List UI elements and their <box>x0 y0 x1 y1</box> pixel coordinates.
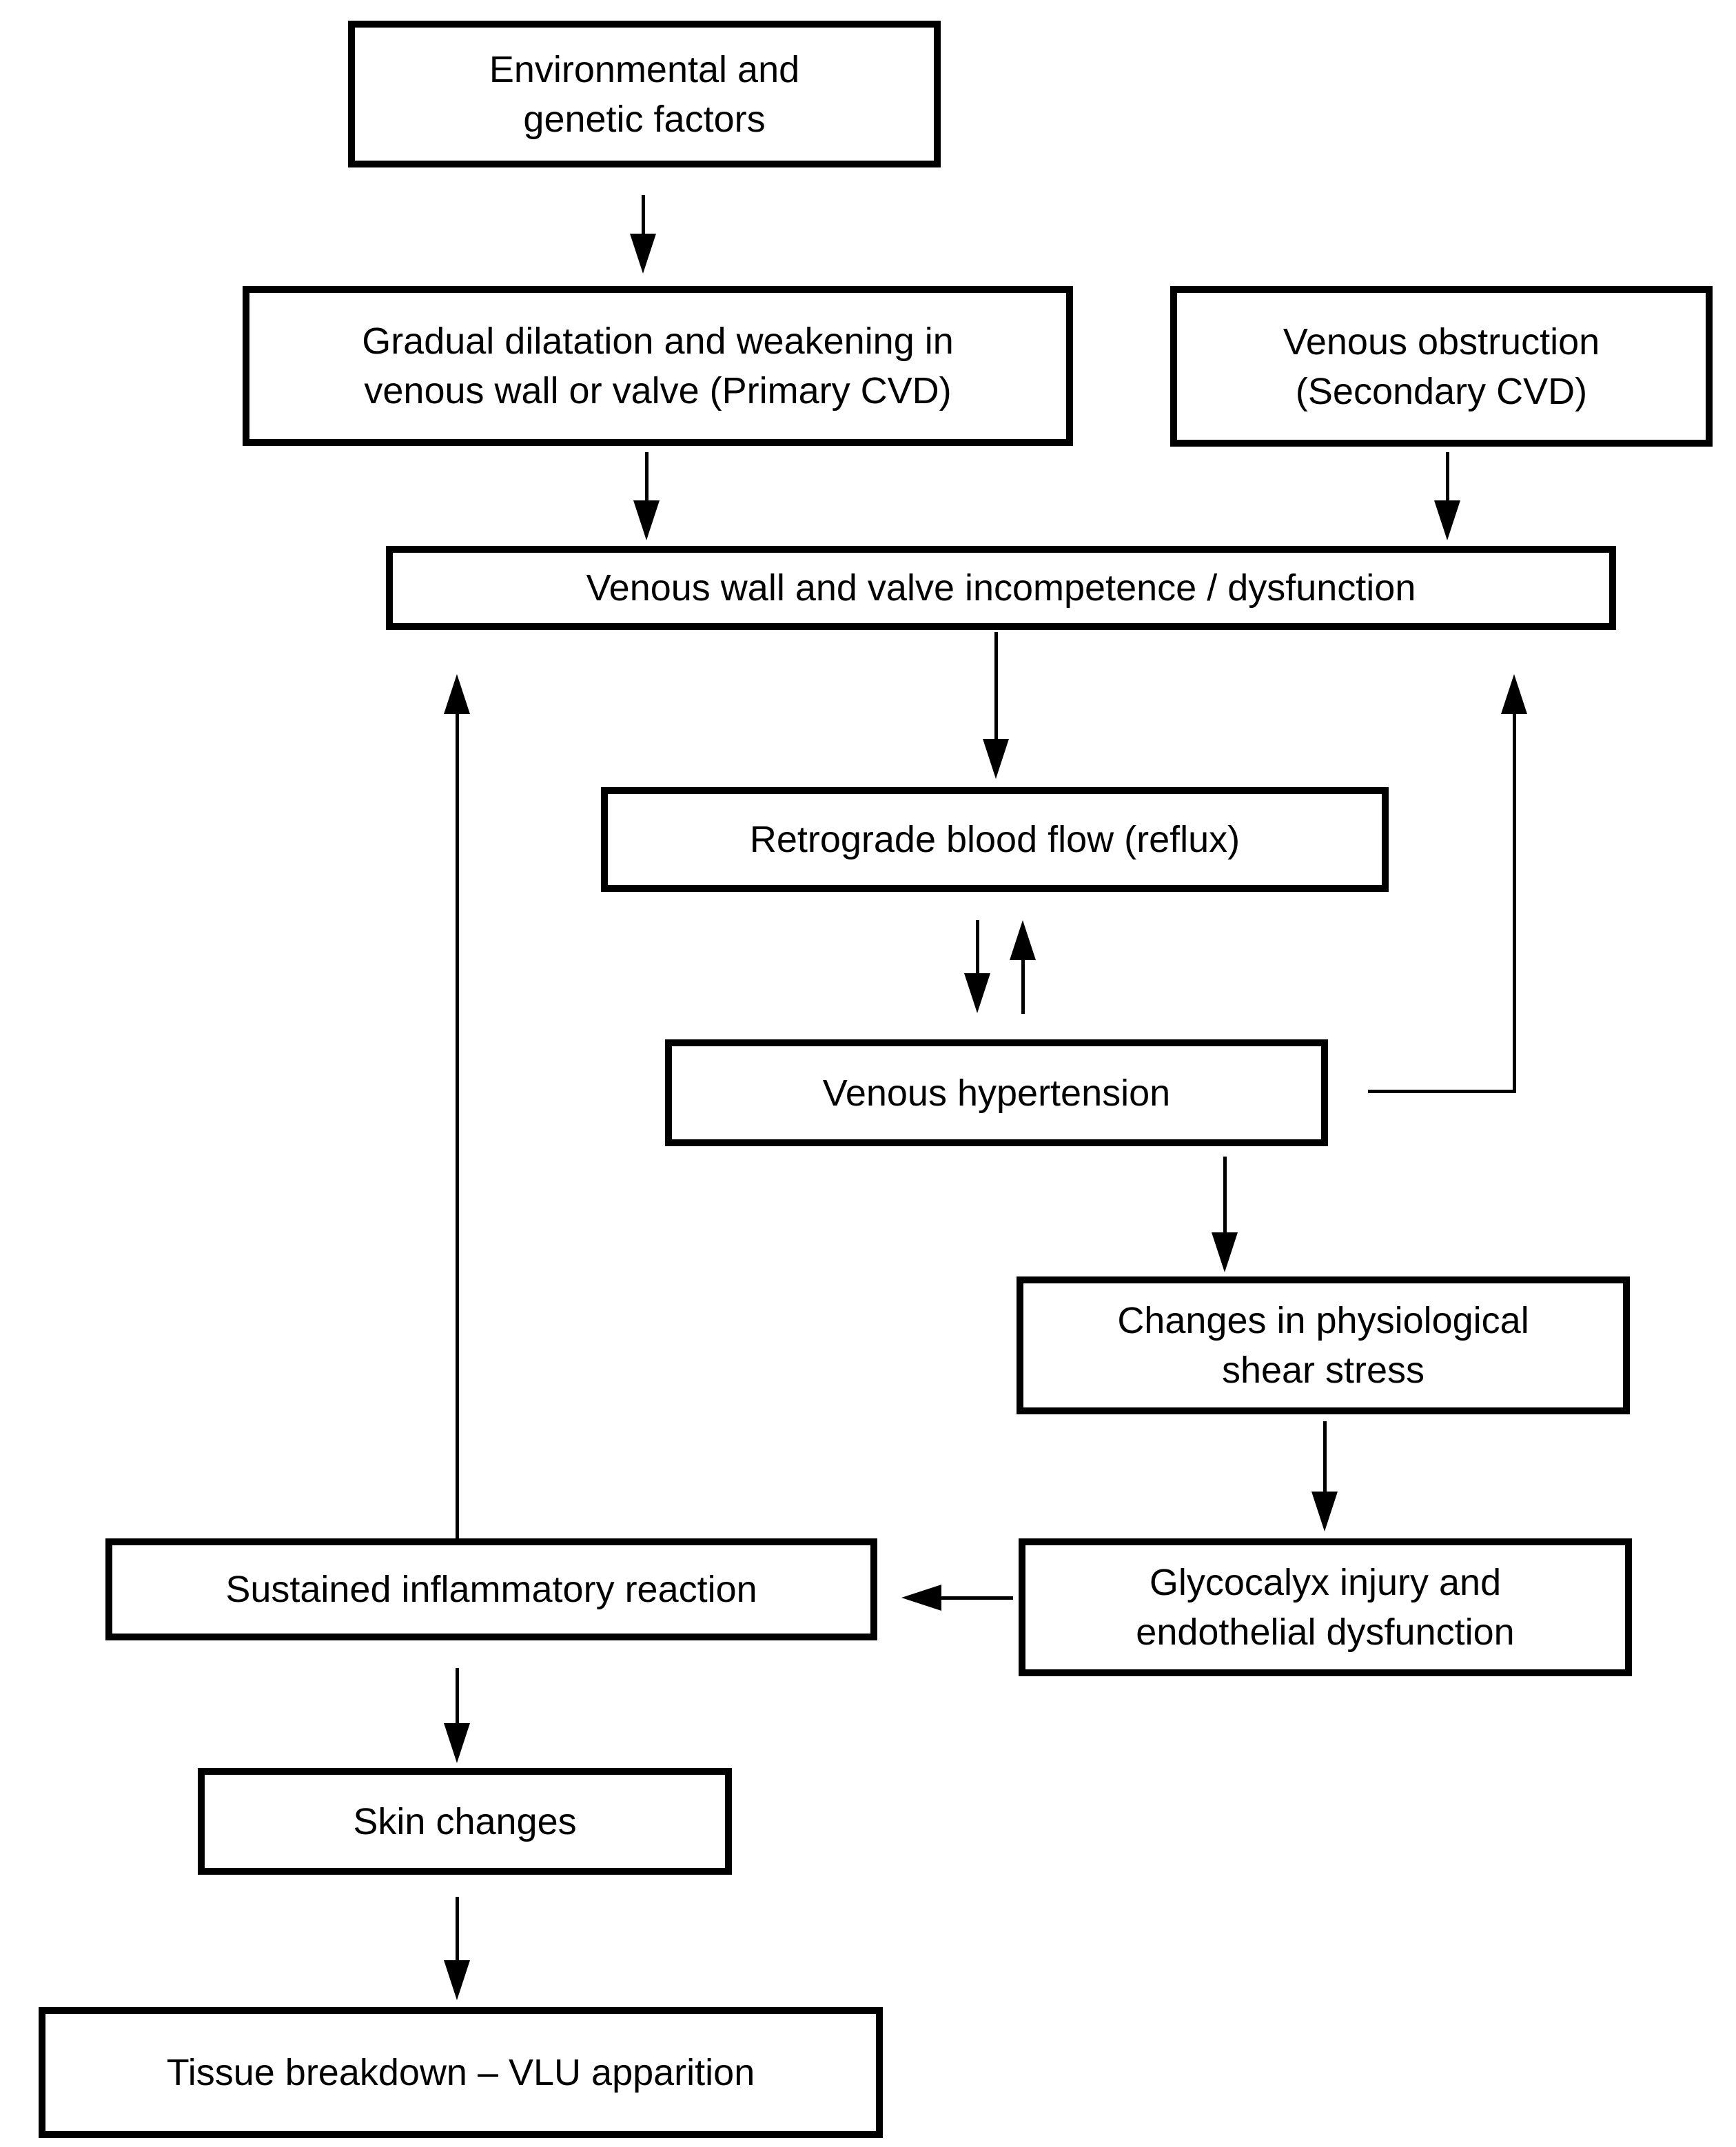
node-retrograde-blood-flow: Retrograde blood flow (reflux) <box>601 787 1389 892</box>
arrowhead-down-icon <box>630 234 656 274</box>
node-label: Venous obstruction (Secondary CVD) <box>1283 320 1600 412</box>
feedback-arrow-hypertension-horizontal <box>1368 1090 1516 1093</box>
node-tissue-breakdown-vlu: Tissue breakdown – VLU apparition <box>39 2007 883 2138</box>
arrow-hypertension-to-reflux <box>1021 959 1025 1014</box>
node-label: Skin changes <box>353 1800 577 1842</box>
node-label: Retrograde blood flow (reflux) <box>749 819 1240 860</box>
node-skin-changes: Skin changes <box>198 1768 732 1875</box>
arrowhead-down-icon <box>1434 500 1460 540</box>
arrow-environmental-to-gradual <box>642 195 645 236</box>
arrow-obstruction-to-incompetence <box>1446 452 1449 503</box>
arrowhead-down-icon <box>983 739 1009 779</box>
node-label: Tissue breakdown – VLU apparition <box>166 2052 755 2093</box>
arrow-glycocalyx-to-inflammatory <box>941 1596 1013 1600</box>
node-glycocalyx-injury: Glycocalyx injury and endothelial dysfun… <box>1019 1538 1632 1676</box>
arrow-hypertension-to-shear <box>1223 1157 1227 1234</box>
feedback-arrow-inflammatory-to-incompetence <box>456 713 459 1538</box>
arrowhead-down-icon <box>1212 1232 1238 1272</box>
node-environmental-genetic-factors: Environmental and genetic factors <box>348 21 941 167</box>
arrowhead-down-icon <box>444 1723 470 1763</box>
arrowhead-down-icon <box>444 1960 470 2000</box>
node-venous-wall-valve-incompetence: Venous wall and valve incompetence / dys… <box>386 546 1616 630</box>
arrow-shear-to-glycocalyx <box>1323 1421 1327 1494</box>
node-label: Environmental and genetic factors <box>489 48 800 140</box>
arrow-skin-to-tissue <box>456 1897 459 1962</box>
arrowhead-left-icon <box>901 1585 941 1611</box>
node-venous-obstruction-secondary-cvd: Venous obstruction (Secondary CVD) <box>1170 286 1713 447</box>
arrowhead-down-icon <box>964 973 990 1013</box>
arrowhead-up-icon <box>444 674 470 714</box>
node-changes-shear-stress: Changes in physiological shear stress <box>1017 1276 1630 1414</box>
arrow-gradual-to-incompetence <box>645 452 649 503</box>
node-venous-hypertension: Venous hypertension <box>665 1039 1328 1146</box>
arrowhead-down-icon <box>633 500 660 540</box>
arrowhead-down-icon <box>1311 1492 1338 1532</box>
node-label: Sustained inflammatory reaction <box>225 1569 757 1610</box>
node-label: Venous wall and valve incompetence / dys… <box>586 567 1416 609</box>
node-label: Changes in physiological shear stress <box>1117 1300 1529 1391</box>
arrowhead-up-icon <box>1010 920 1036 960</box>
node-gradual-dilatation-primary-cvd: Gradual dilatation and weakening in veno… <box>243 286 1073 446</box>
arrow-inflammatory-to-skin <box>456 1668 459 1726</box>
node-label: Glycocalyx injury and endothelial dysfun… <box>1136 1562 1515 1653</box>
feedback-arrow-hypertension-vertical <box>1513 713 1516 1093</box>
node-label: Gradual dilatation and weakening in veno… <box>362 320 954 411</box>
arrow-incompetence-to-reflux <box>994 632 998 741</box>
node-sustained-inflammatory-reaction: Sustained inflammatory reaction <box>105 1538 877 1640</box>
node-label: Venous hypertension <box>822 1072 1171 1114</box>
arrow-reflux-to-hypertension <box>976 920 979 975</box>
arrowhead-up-icon <box>1501 674 1527 714</box>
